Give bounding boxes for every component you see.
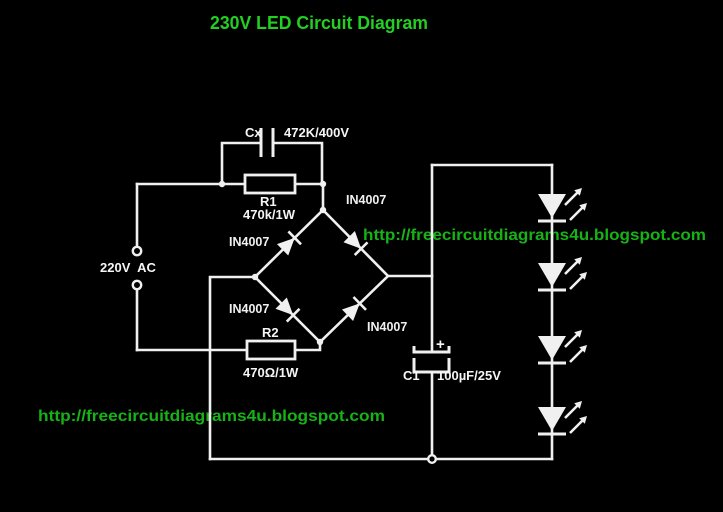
label-c1-polarity: +	[436, 336, 445, 353]
label-diode-lower-left: IN4007	[229, 302, 269, 316]
watermarks-layer: 230V LED Circuit Diagram http://freecirc…	[38, 13, 706, 425]
junction-dot-bridge-bottom	[316, 338, 324, 346]
labels-layer: Cx 472K/400V R1 470k/1W IN4007 IN4007 IN…	[100, 125, 501, 383]
watermark-url-bottom: http://freecircuitdiagrams4u.blogspot.co…	[38, 408, 385, 425]
ac-terminal-top	[131, 245, 143, 257]
junction-dot-bridge-left	[251, 273, 259, 281]
components-layer	[131, 128, 589, 465]
c1-plate-top	[412, 346, 451, 354]
label-r2-value: 470Ω/1W	[243, 365, 299, 380]
label-cx-value: 472K/400V	[284, 125, 349, 140]
c1-plate-bottom	[412, 358, 451, 374]
junction-dot-r1-left	[218, 180, 226, 188]
capacitor-c1	[412, 346, 451, 374]
watermark-url-middle: http://freecircuitdiagrams4u.blogspot.co…	[363, 227, 706, 244]
label-diode-upper-left: IN4007	[229, 235, 269, 249]
wire-bridge-left-drop	[208, 275, 257, 461]
junction-dot-r1-right	[319, 180, 327, 188]
label-c1-name: C1	[403, 368, 420, 383]
label-r1-value: 470k/1W	[243, 207, 296, 222]
junction-node-bottom-rail	[427, 454, 438, 465]
label-c1-value: 100µF/25V	[437, 368, 501, 383]
label-diode-lower-right: IN4007	[367, 320, 407, 334]
ac-terminal-bottom	[131, 279, 143, 291]
resistor-r2	[245, 339, 297, 361]
label-cx-name: Cx	[245, 125, 262, 140]
resistor-r1	[243, 173, 297, 195]
label-r1-name: R1	[260, 194, 277, 209]
label-diode-upper-right: IN4007	[346, 193, 386, 207]
capacitor-cx	[259, 128, 275, 157]
wire-cx-left	[220, 141, 263, 186]
label-r2-name: R2	[262, 325, 279, 340]
page-title: 230V LED Circuit Diagram	[210, 13, 428, 33]
junction-dot-bridge-top	[319, 206, 327, 214]
wire-cx-right	[271, 141, 324, 186]
label-ac-input: 220V AC	[100, 260, 156, 275]
